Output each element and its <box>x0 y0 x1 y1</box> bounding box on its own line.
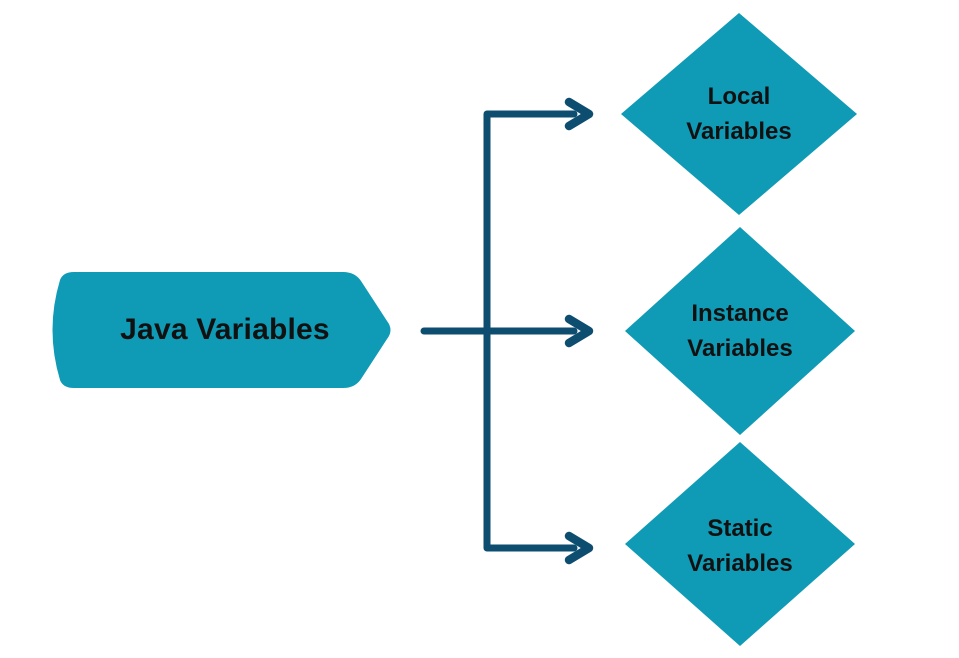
static-variables-diamond <box>625 442 855 646</box>
instance-variables-diamond <box>625 227 855 435</box>
arrowhead-top-icon <box>564 97 594 131</box>
arrowhead-middle-icon <box>564 314 594 348</box>
local-variables-diamond <box>621 13 857 215</box>
java-variables-shape <box>52 272 391 388</box>
arrowhead-bottom-icon <box>564 531 594 565</box>
